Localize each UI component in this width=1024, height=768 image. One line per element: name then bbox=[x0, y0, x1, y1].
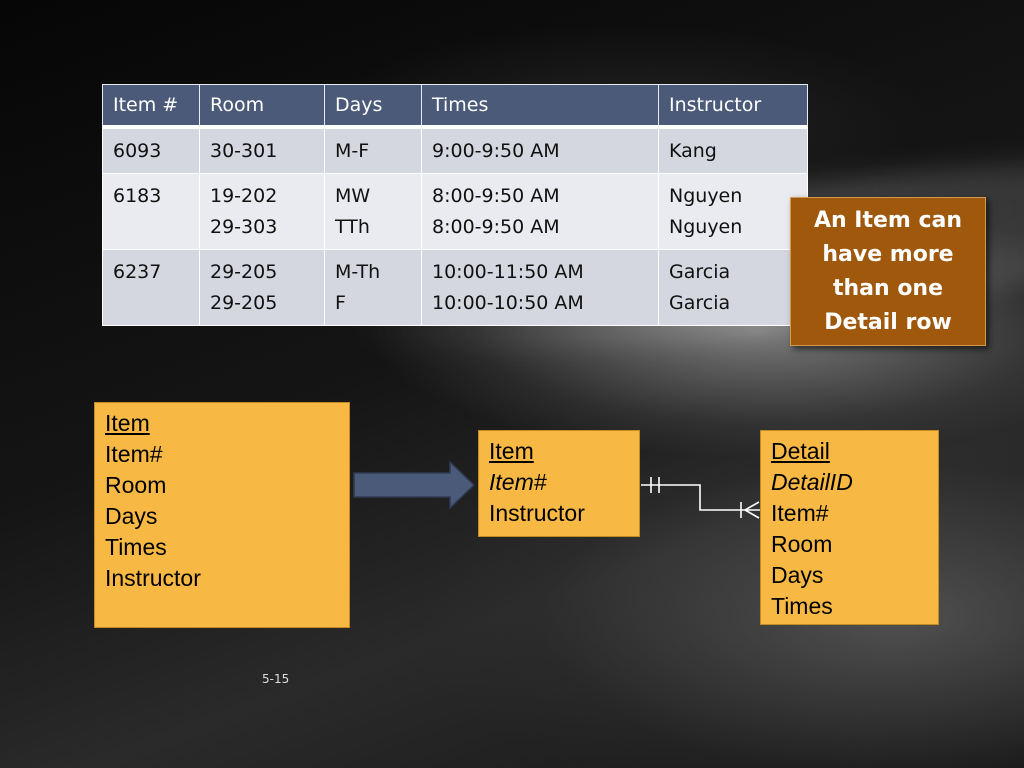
table-header-row: Item # Room Days Times Instructor bbox=[102, 84, 808, 129]
entity-field: Times bbox=[105, 534, 167, 560]
callout-line: have more bbox=[822, 241, 954, 267]
entity-primary-key: Item# bbox=[489, 469, 547, 495]
entity-primary-key: DetailID bbox=[771, 469, 853, 495]
cell-item: 6183 bbox=[102, 173, 200, 250]
entity-field: Days bbox=[105, 503, 158, 529]
table-row: 6093 30-301 M-F 9:00-9:50 AM Kang bbox=[102, 126, 808, 174]
header-item: Item # bbox=[102, 84, 200, 129]
cell-room: 30-301 bbox=[199, 126, 325, 174]
callout-line: than one bbox=[832, 275, 944, 301]
entity-title: Item bbox=[489, 438, 534, 464]
callout-line: Detail row bbox=[824, 309, 952, 335]
relationship-line bbox=[641, 477, 760, 519]
entity-detail: Detail DetailID Item# Room Days Times bbox=[760, 430, 939, 625]
page-number: 5-15 bbox=[262, 672, 290, 686]
callout-line: An Item can bbox=[813, 207, 963, 233]
entity-field: Instructor bbox=[489, 500, 585, 526]
entity-title: Item bbox=[105, 410, 150, 436]
entity-title: Detail bbox=[771, 438, 830, 464]
crows-foot-upper bbox=[744, 501, 760, 511]
cell-instructor: Kang bbox=[658, 126, 808, 174]
cell-times: 9:00-9:50 AM bbox=[421, 126, 659, 174]
entity-field: Days bbox=[771, 562, 824, 588]
callout-box: An Item can have more than one Detail ro… bbox=[790, 197, 986, 346]
schedule-table: Item # Room Days Times Instructor 6093 3… bbox=[102, 84, 808, 326]
entity-field: Item# bbox=[105, 441, 163, 467]
entity-item: Item Item# Instructor bbox=[478, 430, 640, 537]
entity-field: Times bbox=[771, 593, 833, 619]
entity-field: Room bbox=[771, 531, 833, 557]
header-room: Room bbox=[199, 84, 325, 129]
entity-field: Room bbox=[105, 472, 167, 498]
cell-days: M-F bbox=[324, 126, 422, 174]
cell-item: 6237 bbox=[102, 249, 200, 326]
entity-original-item: Item Item# Room Days Times Instructor bbox=[94, 402, 350, 628]
cell-item: 6093 bbox=[102, 126, 200, 174]
block-arrow-icon bbox=[353, 460, 476, 510]
header-times: Times bbox=[421, 84, 659, 129]
entity-field: Item# bbox=[771, 500, 829, 526]
header-instructor: Instructor bbox=[658, 84, 808, 129]
entity-field: Instructor bbox=[105, 565, 201, 591]
crows-foot-lower bbox=[744, 509, 760, 519]
